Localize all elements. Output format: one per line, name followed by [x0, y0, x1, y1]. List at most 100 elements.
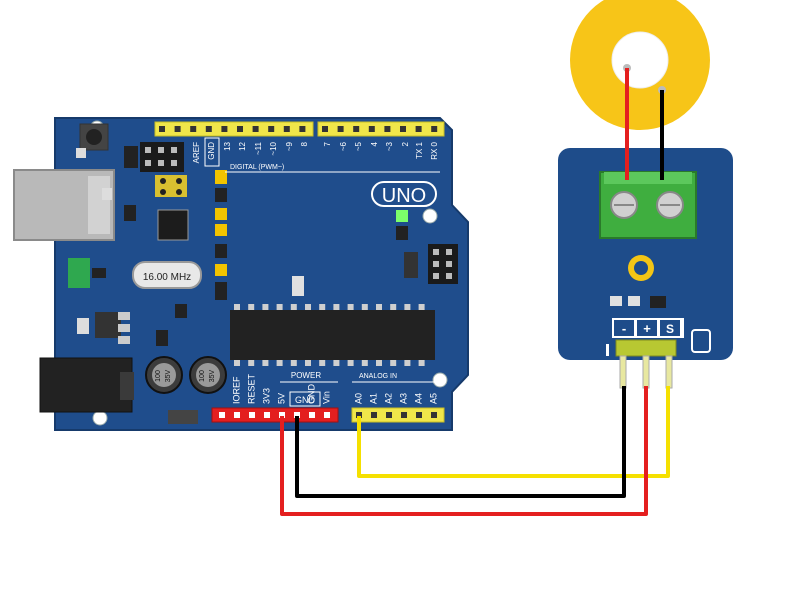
header-hole — [205, 126, 212, 132]
svg-text:35V: 35V — [209, 369, 216, 382]
digital-pin-label: TX 1 — [415, 141, 424, 158]
chip-pin — [319, 360, 326, 366]
header-hole — [353, 126, 360, 132]
chip-pin — [234, 360, 240, 366]
digital-header-2 — [317, 121, 445, 137]
header-hole — [283, 126, 290, 132]
chip-pin — [305, 360, 311, 366]
green-component — [68, 258, 90, 288]
header-hole — [401, 412, 407, 418]
chip-pin — [361, 360, 368, 366]
sensor-pin-gnd-label: - — [622, 321, 626, 336]
power-label: POWER — [291, 371, 321, 380]
header-hole — [219, 412, 225, 418]
digital-pin-label: ~5 — [354, 141, 363, 151]
header-hole — [249, 412, 255, 418]
digital-header — [154, 121, 314, 137]
chip-pin — [418, 360, 425, 366]
chip-pin — [418, 304, 425, 310]
power-pin-label: 5V — [276, 393, 286, 404]
chip-pin — [290, 360, 297, 366]
digital-pin-label: RX 0 — [430, 141, 439, 159]
icsp-header-2 — [428, 244, 458, 284]
power-pin-label: Vin — [321, 391, 331, 404]
analog-pin-label: A5 — [428, 393, 438, 404]
header-hole — [234, 412, 240, 418]
header-hole — [221, 126, 228, 132]
chip-pin — [361, 304, 368, 310]
chip-pin — [248, 360, 255, 366]
gnd-highlight-box — [204, 137, 220, 167]
sensor-pin-vcc-label: + — [643, 321, 651, 336]
header-hole — [309, 412, 315, 418]
chip-pin — [305, 304, 311, 310]
header-hole — [174, 126, 181, 132]
header-hole — [371, 412, 377, 418]
power-header — [211, 407, 339, 423]
power-pin-label: RESET — [246, 373, 256, 404]
analog-header — [351, 407, 445, 423]
usb-chip — [157, 209, 189, 241]
svg-text:35V: 35V — [165, 369, 172, 382]
uno-logo-frame — [371, 181, 437, 207]
power-pin-label: GND — [306, 384, 316, 405]
chip-pin — [390, 360, 397, 366]
header-hole — [431, 412, 437, 418]
chip-pin — [262, 304, 269, 310]
crystal-label: 16.00 MHz — [143, 272, 191, 283]
digital-pin-label: 4 — [370, 141, 379, 146]
header-hole — [324, 412, 330, 418]
chip-pin — [276, 360, 283, 366]
microcontroller-chip — [230, 310, 435, 360]
header-hole — [190, 126, 197, 132]
analog-pin-label: A1 — [368, 393, 378, 404]
digital-pin-label: ~10 — [269, 141, 278, 155]
power-pin-label: IOREF — [231, 376, 241, 404]
capacitor: 100 35V — [145, 356, 183, 394]
chip-pins — [234, 304, 425, 366]
ground-wire — [295, 386, 626, 498]
digital-pin-label: 13 — [223, 141, 232, 150]
header-hole — [294, 412, 300, 418]
sensor-pin-signal-label: S — [666, 322, 674, 336]
mounting-hole — [422, 208, 438, 224]
analog-pin-label: A3 — [398, 393, 408, 404]
header-hole — [384, 126, 391, 132]
digital-pin-label: 7 — [323, 141, 332, 146]
power-pin-label: GND — [295, 395, 316, 405]
chip-pin — [404, 360, 411, 366]
arduino-uno-board: 16.00 MHz 100 35V 100 35V — [13, 117, 469, 431]
power-pin-label: 3V3 — [261, 388, 271, 404]
piezo-disc-center — [611, 31, 669, 89]
gnd-highlight-box — [289, 391, 321, 407]
header-hole — [322, 126, 328, 132]
piezo-sensor-module: - + S — [558, 148, 733, 389]
header-hole — [159, 126, 165, 132]
header-hole — [337, 126, 344, 132]
chip-pin — [234, 304, 240, 310]
analog-pin-label: A0 — [353, 393, 363, 404]
chip-pin — [347, 360, 354, 366]
mounting-hole — [432, 372, 448, 388]
digital-pin-label: 8 — [300, 141, 309, 146]
digital-pin-label: 2 — [401, 141, 410, 146]
header-hole — [400, 126, 406, 132]
chip-pin — [376, 360, 382, 366]
power-wire — [280, 386, 648, 516]
piezo-disc — [570, 0, 710, 130]
chip-pin — [262, 360, 269, 366]
header-hole — [386, 412, 392, 418]
wires — [280, 68, 670, 516]
chip-pin — [276, 304, 283, 310]
dc-power-jack — [39, 357, 133, 413]
chip-pin — [333, 360, 340, 366]
header-hole — [431, 126, 438, 132]
header-hole — [237, 126, 243, 132]
chip-pin — [404, 304, 411, 310]
sensor-component — [691, 329, 711, 353]
chip-pin — [319, 304, 326, 310]
sensor-pin-header — [615, 339, 677, 357]
chip-pin — [390, 304, 397, 310]
chip-pin — [347, 304, 354, 310]
